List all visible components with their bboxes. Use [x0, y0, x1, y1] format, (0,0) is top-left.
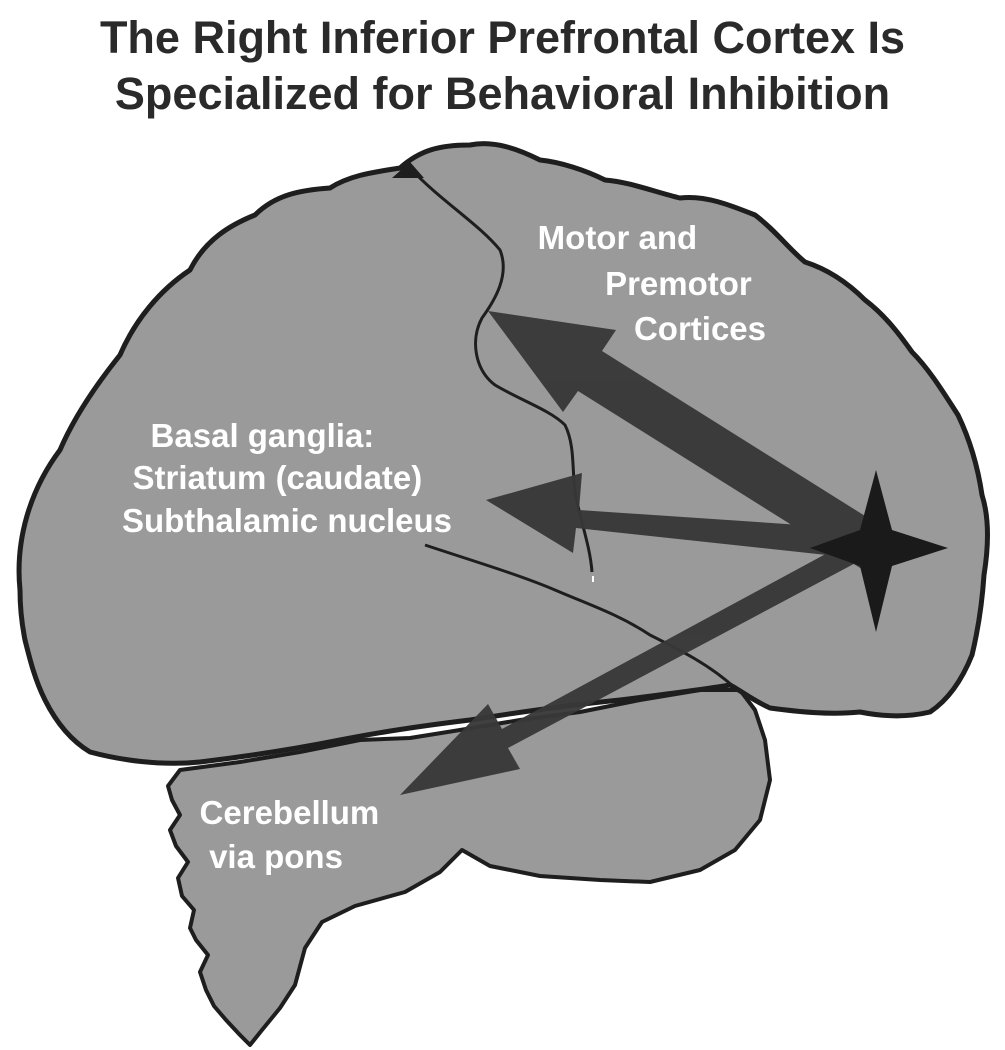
sylvian-fissure-line	[424, 543, 737, 690]
cerebellum-label: Cerebellum via pons	[200, 794, 389, 875]
motor-label-line-2: Premotor	[605, 265, 752, 302]
arrow-group	[400, 311, 889, 795]
arrow-to-cerebellum	[400, 530, 880, 795]
motor-cortices-label: Motor and Premotor Cortices	[538, 219, 766, 347]
arrow-to-motor-cortices	[488, 311, 889, 571]
diagram-title: The Right Inferior Prefrontal Cortex Is …	[0, 10, 1005, 122]
sulcus-notch	[392, 162, 424, 178]
basal-ganglia-label: Basal ganglia: Striatum (caudate) Subtha…	[122, 417, 452, 539]
basal-label-line-2: Striatum (caudate)	[133, 459, 423, 496]
title-line-2: Specialized for Behavioral Inhibition	[114, 68, 891, 119]
prefrontal-star-marker	[810, 470, 948, 632]
motor-label-line-1: Motor and	[538, 219, 697, 256]
basal-label-line-1: Basal ganglia:	[151, 417, 375, 454]
cerebellum-label-line-2: via pons	[209, 838, 343, 875]
cerebellum-brainstem-shape	[166, 688, 772, 1047]
arrow-to-basal-ganglia	[486, 473, 875, 560]
cerebellum-label-line-1: Cerebellum	[200, 794, 380, 831]
basal-label-line-3: Subthalamic nucleus	[122, 502, 452, 539]
motor-label-line-3: Cortices	[634, 310, 766, 347]
title-line-1: The Right Inferior Prefrontal Cortex Is	[99, 12, 906, 63]
